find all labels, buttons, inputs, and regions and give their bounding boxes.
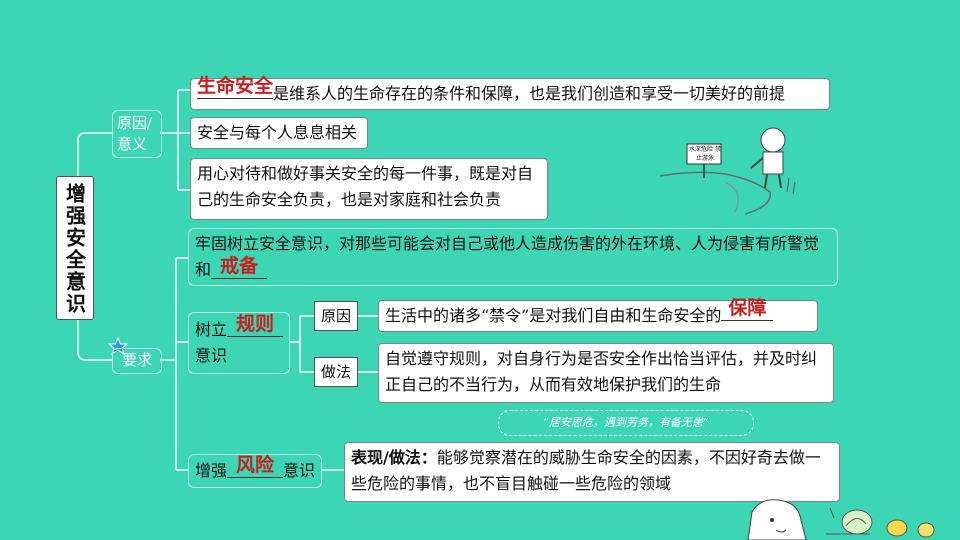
rule-method-text: 自觉遵守规则，对自身行为是否安全作出恰当评估，并及时纠正自己的不当行为，从而有效… — [378, 343, 834, 403]
branch-requirement-label: 要求 — [112, 348, 162, 374]
rule-method-label: 做法 — [314, 357, 358, 387]
fill-rules: 规则 — [236, 313, 275, 335]
reason-item-2: 安全与每个人息息相关 — [190, 117, 368, 149]
branch-reason-label: 原因/意义 — [112, 110, 162, 158]
boy-sign-illustration — [659, 127, 796, 215]
fill-guarantee: 保障 — [728, 297, 767, 319]
safety-illustration: 水深危险 禁止游泳 — [655, 122, 805, 220]
reason-item-3: 用心对待和做好事关安全的每一件事，既是对自己的生命安全负责，也是对家庭和社会负责 — [190, 158, 548, 220]
page-title: 增强安全意识 — [62, 183, 87, 315]
risk-performance: 表现/做法：能够觉察潜在的威胁生命安全的因素，不因好奇去做一些危险的事情，也不盲… — [344, 442, 840, 502]
fill-life-safety: 生命安全 — [197, 75, 274, 97]
motto: “居安思危，遇到劳务，有备无患” — [498, 410, 754, 436]
fill-risk: 风险 — [236, 454, 275, 476]
fill-precaution: 戒备 — [220, 255, 259, 277]
requirement-2: 树立规则 意识 — [188, 312, 290, 374]
rule-reason-label: 原因 — [314, 301, 358, 331]
requirement-1: 牢固树立安全意识，对那些可能会对自己或他人造成伤害的外在环境、人为侵害有所警觉和… — [188, 228, 838, 286]
requirement-3: 增强风险意识 — [188, 454, 322, 488]
title-box: 增强安全意识 — [56, 176, 94, 320]
rule-reason-text: 生活中的诸多“禁令”是对我们自由和生命安全的保障 — [378, 297, 818, 332]
warning-sign-text: 水深危险 禁止游泳 — [689, 146, 721, 162]
reason-item-1: 生命安全 是维系人的生命存在的条件和保障，也是我们创造和享受一切美好的前提 — [190, 75, 830, 110]
